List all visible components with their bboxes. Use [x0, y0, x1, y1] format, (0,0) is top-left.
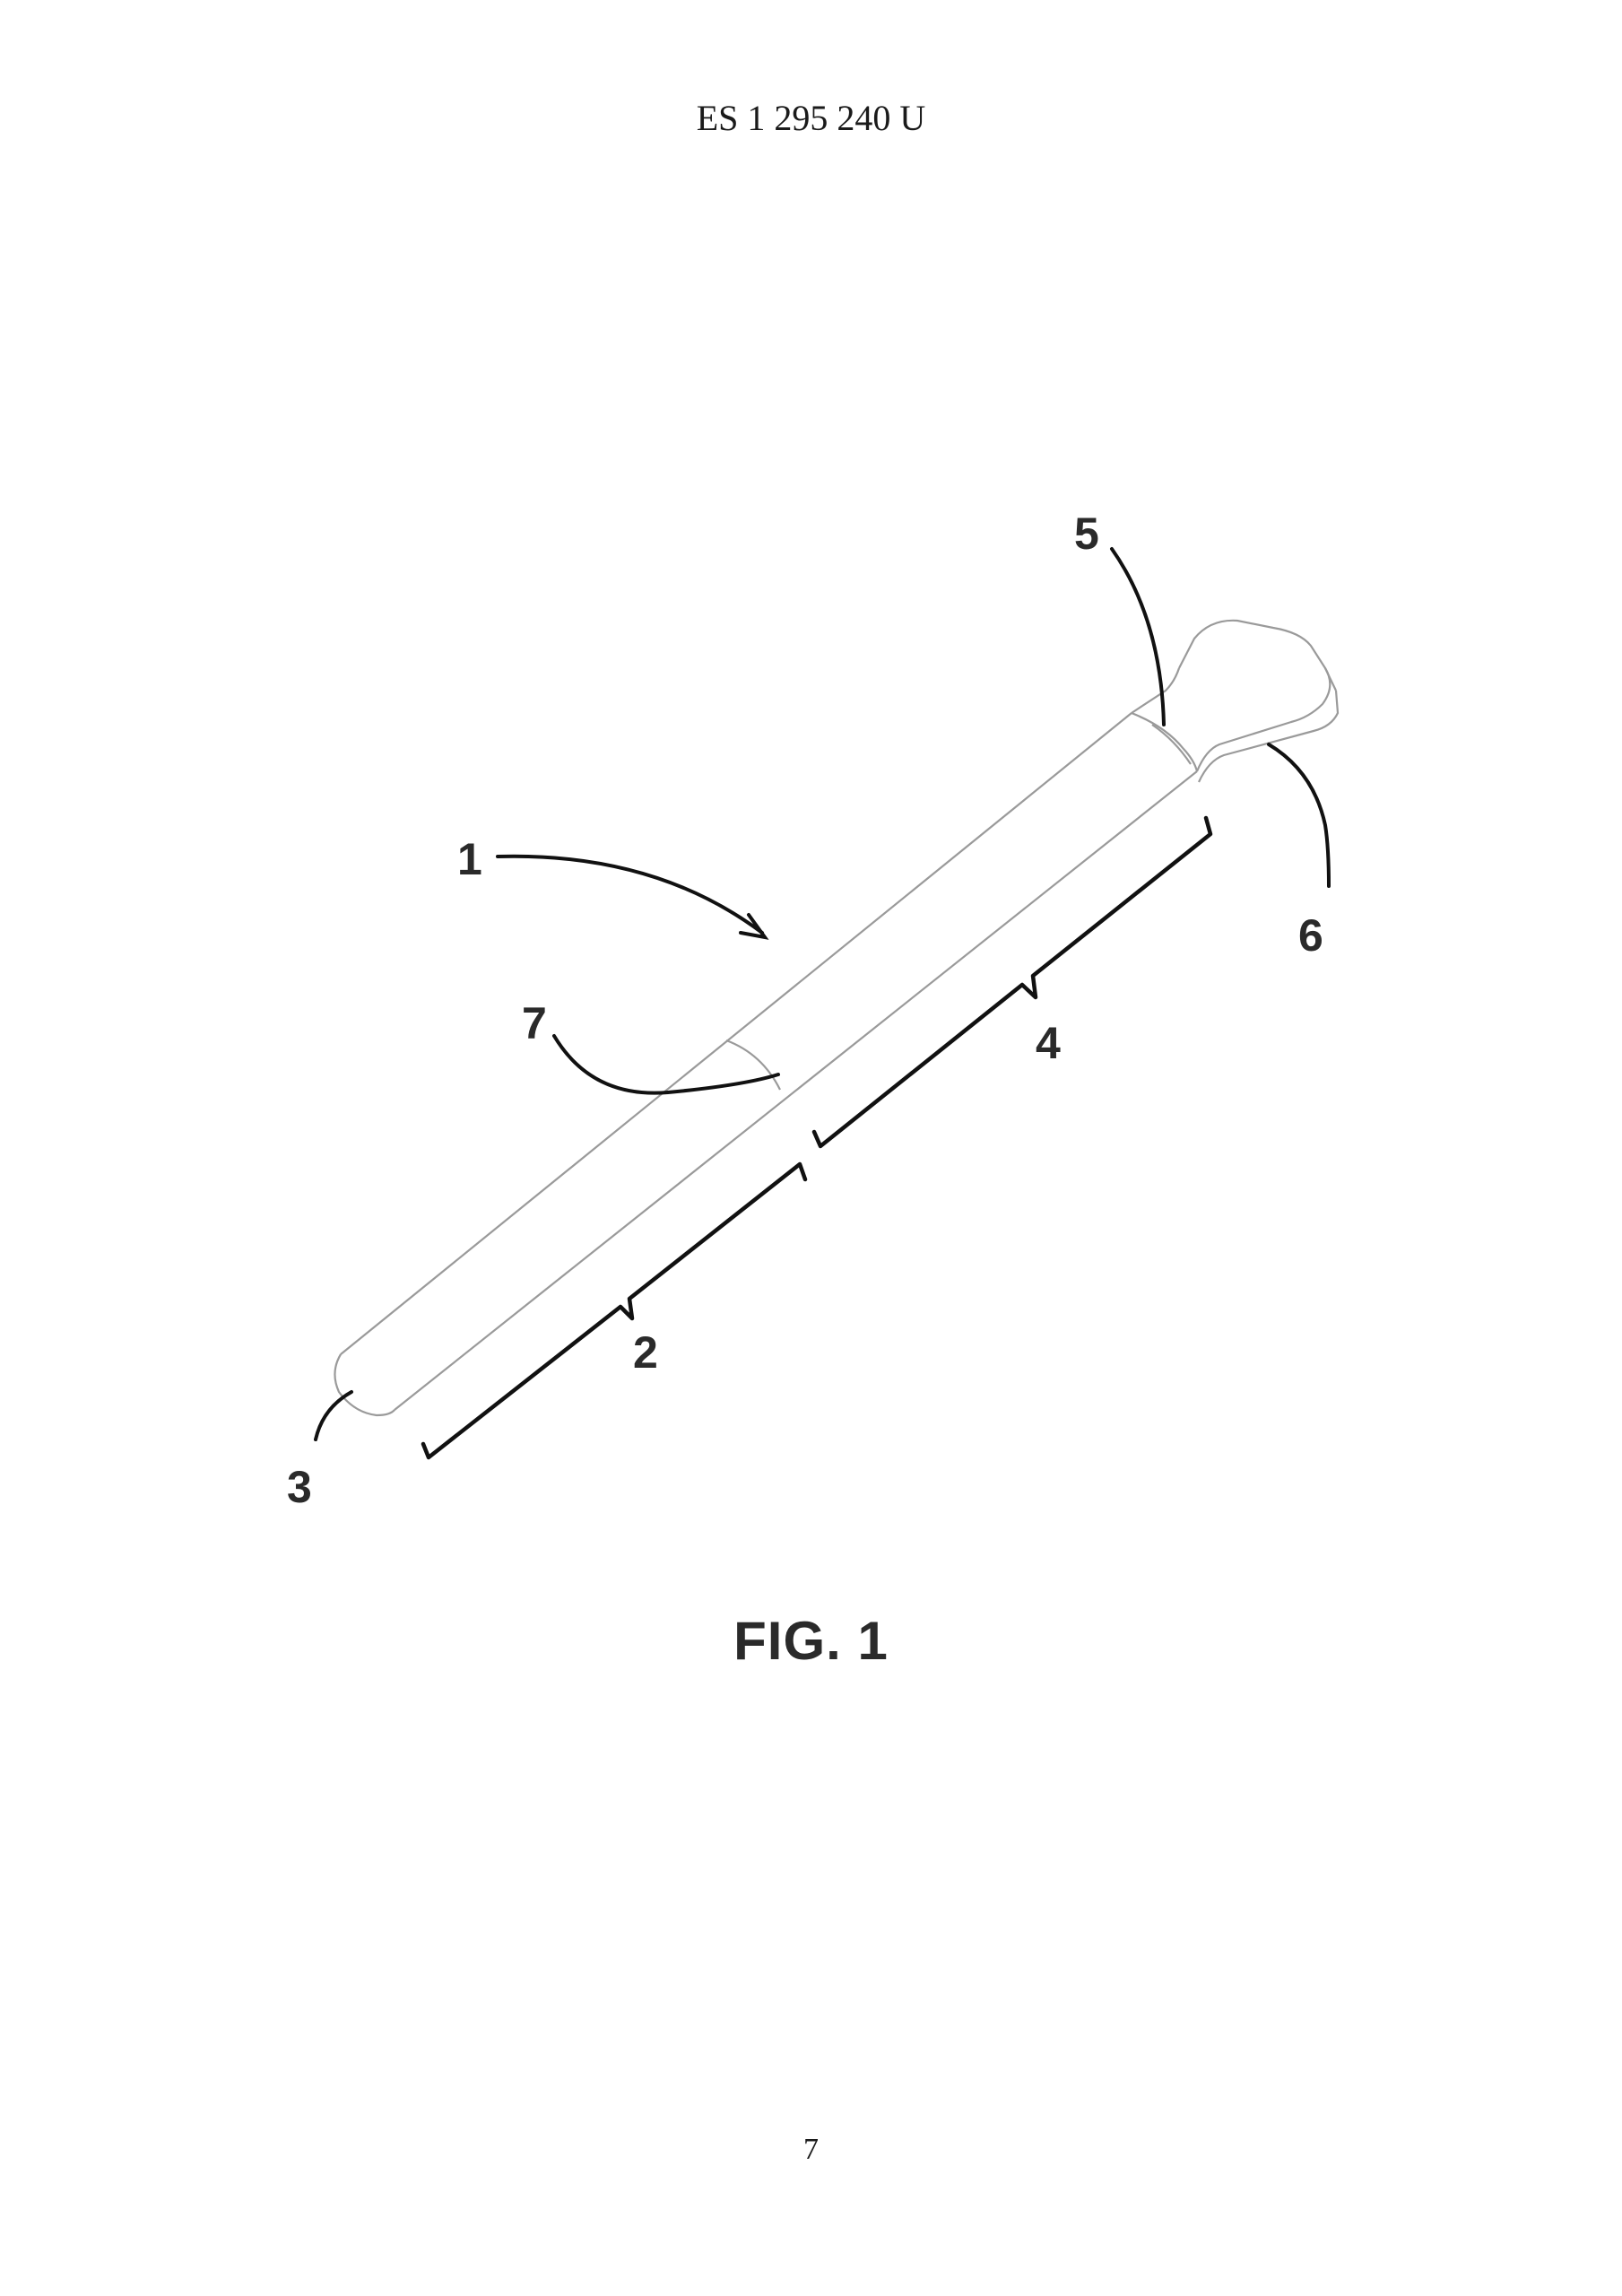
ref-tip: 3: [287, 1462, 312, 1512]
ref-section-boundary: 7: [522, 998, 547, 1048]
junction-band-inner: [1151, 724, 1192, 765]
head-edge-link: [1324, 667, 1337, 691]
leader-handle-head: [1267, 743, 1331, 888]
leader-tip: [314, 1390, 353, 1441]
section-boundary-line: [725, 1039, 781, 1091]
leader-junction: [1110, 547, 1166, 726]
leader-device: [496, 854, 764, 935]
head-neck-top: [1131, 667, 1181, 714]
figure-caption: FIG. 1: [733, 1611, 889, 1671]
rod-tip: [334, 1353, 395, 1417]
rod-body: [334, 711, 1199, 1417]
rod-bottom-edge: [394, 770, 1198, 1411]
arrowhead-device: [739, 913, 769, 940]
ref-first-section: 2: [633, 1327, 658, 1378]
brace-second-section: [811, 815, 1213, 1149]
page-number: 7: [803, 2133, 819, 2166]
junction-band: [1131, 711, 1199, 772]
ref-device: 1: [457, 834, 482, 884]
ref-junction: 5: [1074, 509, 1099, 559]
leader-section-boundary: [552, 1034, 780, 1095]
head-thickness-edge: [1198, 690, 1340, 783]
rod-top-edge: [340, 712, 1132, 1355]
ref-handle-head: 6: [1298, 910, 1323, 961]
publication-number: ES 1 295 240 U: [696, 98, 926, 138]
head-outline: [1178, 619, 1331, 772]
ref-second-section: 4: [1036, 1018, 1061, 1068]
handle-head: [1131, 619, 1340, 783]
brace-first-section: [421, 1161, 808, 1460]
